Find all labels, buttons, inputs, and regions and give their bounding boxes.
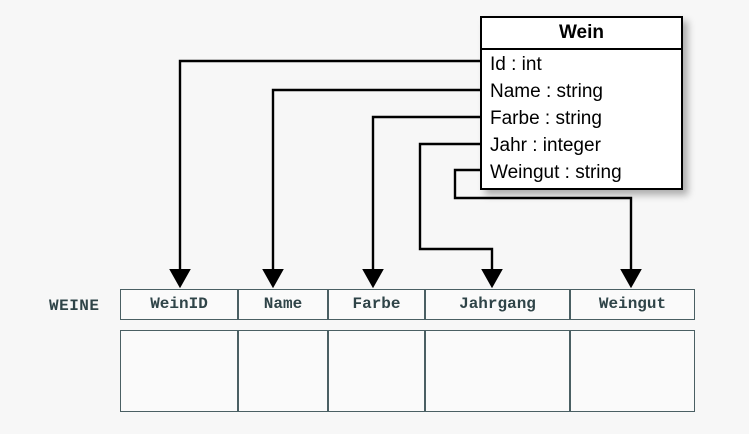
connector-jahr-to-jahrgang xyxy=(418,142,503,289)
uml-attribute-id[interactable]: Id : int xyxy=(490,54,542,75)
connector-name-to-name xyxy=(262,88,480,289)
column-header-jahrgang[interactable]: Jahrgang xyxy=(425,289,570,320)
uml-attribute-farbe[interactable]: Farbe : string xyxy=(490,108,602,129)
table-row xyxy=(120,330,695,412)
column-header-farbe[interactable]: Farbe xyxy=(328,289,425,320)
cell-weingut[interactable] xyxy=(570,330,695,412)
uml-attribute-list: Id : int Name : string Farbe : string Ja… xyxy=(482,50,681,188)
relation-table-weine: WeinID Name Farbe Jahrgang Weingut xyxy=(120,289,695,412)
table-header-body-gap xyxy=(120,320,695,330)
relation-name-label: WEINE xyxy=(49,297,100,315)
column-header-name[interactable]: Name xyxy=(238,289,328,320)
column-header-weinid[interactable]: WeinID xyxy=(120,289,238,320)
uml-attribute-weingut[interactable]: Weingut : string xyxy=(490,162,622,183)
cell-name[interactable] xyxy=(238,330,328,412)
table-header-row: WeinID Name Farbe Jahrgang Weingut xyxy=(120,289,695,320)
connector-weingut-to-weingut xyxy=(453,168,642,289)
cell-farbe[interactable] xyxy=(328,330,425,412)
uml-attribute-jahr[interactable]: Jahr : integer xyxy=(490,135,601,156)
uml-class-title: Wein xyxy=(482,18,681,50)
connector-farbe-to-farbe xyxy=(362,115,480,289)
cell-jahrgang[interactable] xyxy=(425,330,570,412)
connector-id-to-weinid xyxy=(169,59,480,289)
column-header-weingut[interactable]: Weingut xyxy=(570,289,695,320)
cell-weinid[interactable] xyxy=(120,330,238,412)
uml-attribute-name[interactable]: Name : string xyxy=(490,81,603,102)
uml-class-wein[interactable]: Wein Id : int Name : string Farbe : stri… xyxy=(480,16,683,190)
